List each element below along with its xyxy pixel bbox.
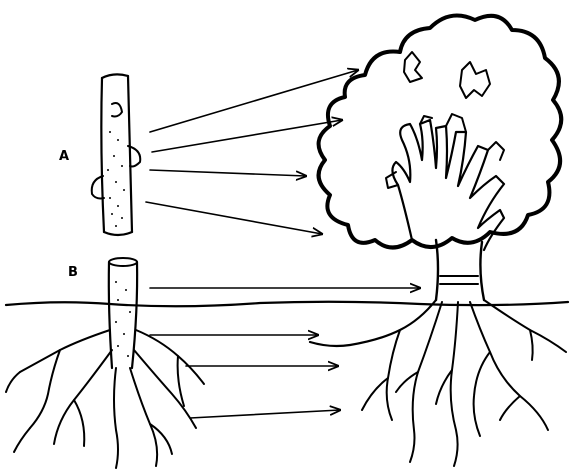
arrow-scion-to-crown-lower <box>146 202 322 234</box>
arrow-scion-to-crown-upper <box>152 120 342 152</box>
label-b: B <box>68 265 78 280</box>
arrow-roots-lower <box>190 410 340 418</box>
label-a: A <box>59 149 69 164</box>
rootstock-b <box>109 258 137 368</box>
tree-trunk <box>436 240 484 300</box>
ground-line <box>6 302 568 307</box>
tree-branches <box>386 114 504 250</box>
tree-roots <box>310 300 566 466</box>
rootstock-roots <box>6 330 204 468</box>
arrow-scion-to-crown-middle <box>150 170 306 176</box>
tree-crown <box>319 16 562 248</box>
scion-cutting-a <box>92 74 141 235</box>
